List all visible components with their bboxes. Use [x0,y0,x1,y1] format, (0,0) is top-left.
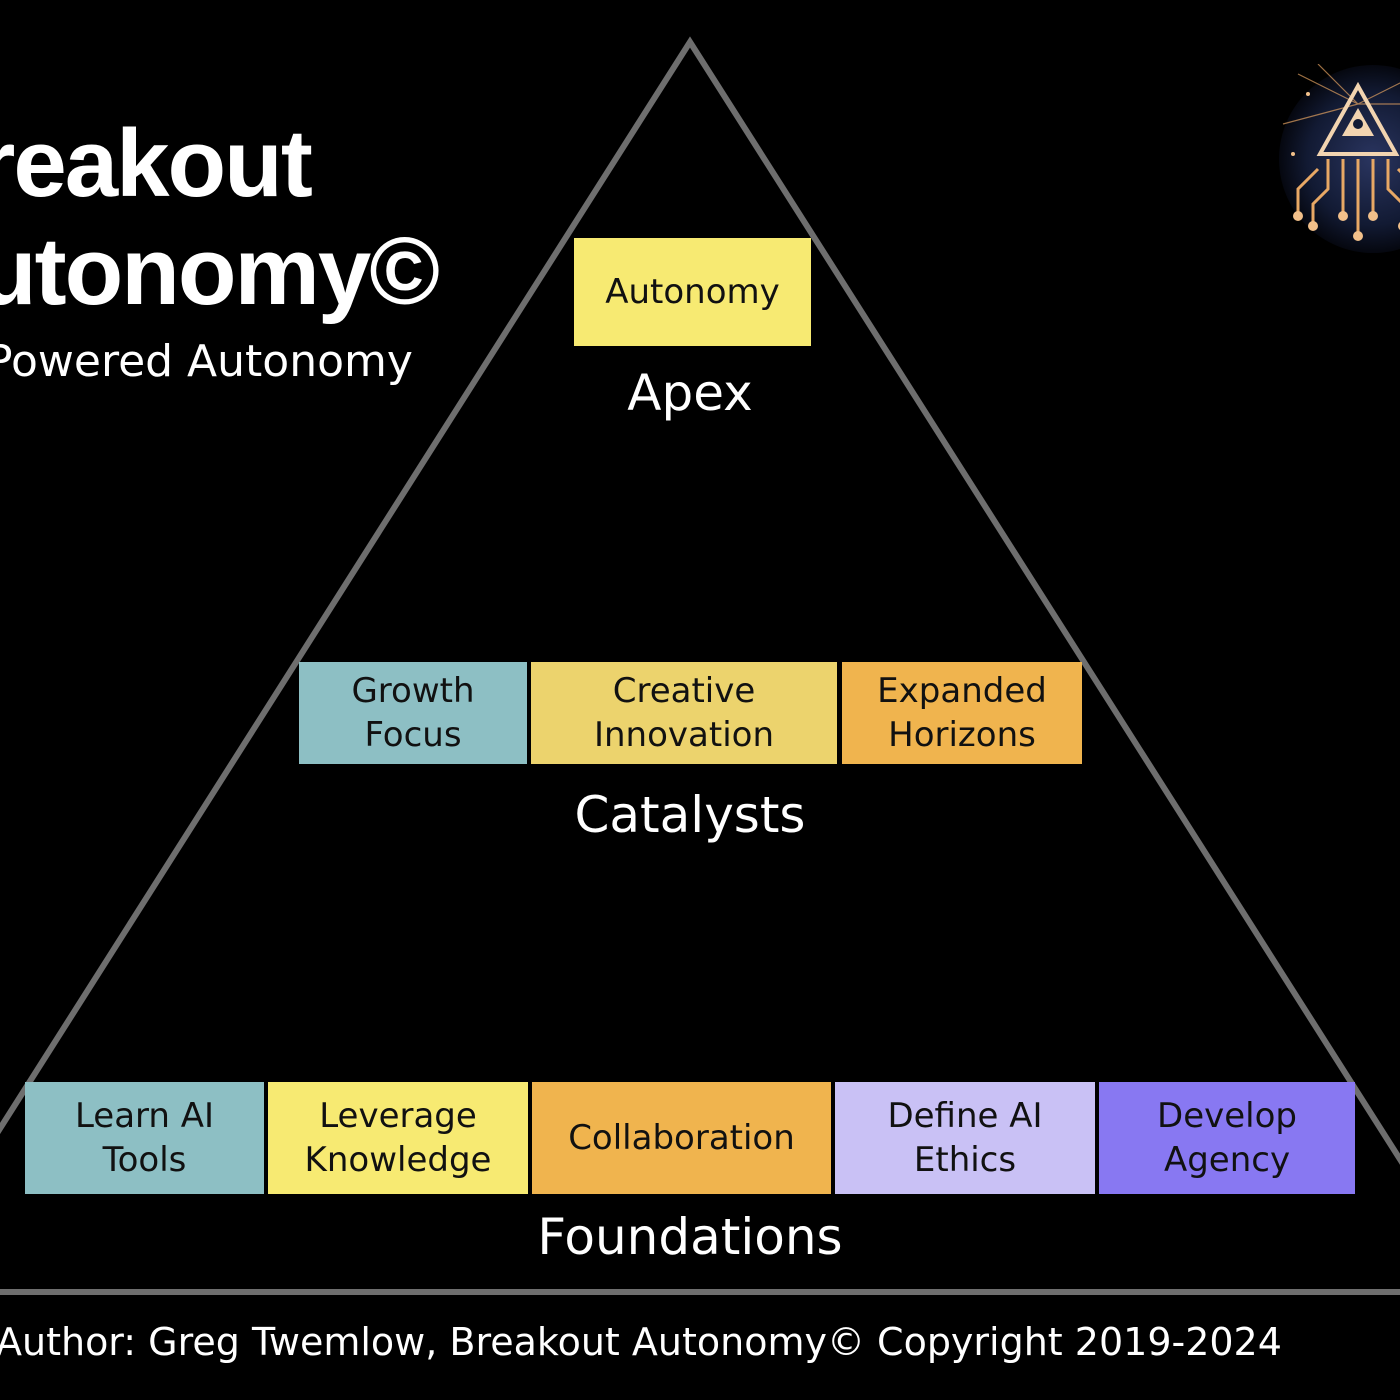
pyramid-sides [0,36,1400,1165]
pyramid-circuit-logo-icon [1279,64,1400,253]
title-line-1: reakout [0,110,313,217]
catalyst-box-creative-innovation: Creative Innovation [531,662,837,764]
foundation-box-leverage-knowledge: Leverage Knowledge [268,1082,528,1194]
foundation-box-collaboration: Collaboration [532,1082,831,1194]
title-line-2: utonomy© [0,218,440,325]
foundation-box-define-ai-ethics: Define AI Ethics [835,1082,1095,1194]
foundation-box-develop-agency: Develop Agency [1099,1082,1355,1194]
level-label-apex: Apex [627,364,753,422]
catalyst-box-growth-focus: Growth Focus [299,662,527,764]
catalyst-box-expanded-horizons: Expanded Horizons [842,662,1082,764]
level-label-catalysts: Catalysts [574,786,806,844]
subtitle: Powered Autonomy [0,336,413,387]
foundation-box-learn-ai-tools: Learn AI Tools [25,1082,264,1194]
footer-copyright: Author: Greg Twemlow, Breakout Autonomy©… [0,1320,1282,1364]
apex-box-autonomy: Autonomy [574,238,811,346]
level-label-foundations: Foundations [537,1208,843,1266]
